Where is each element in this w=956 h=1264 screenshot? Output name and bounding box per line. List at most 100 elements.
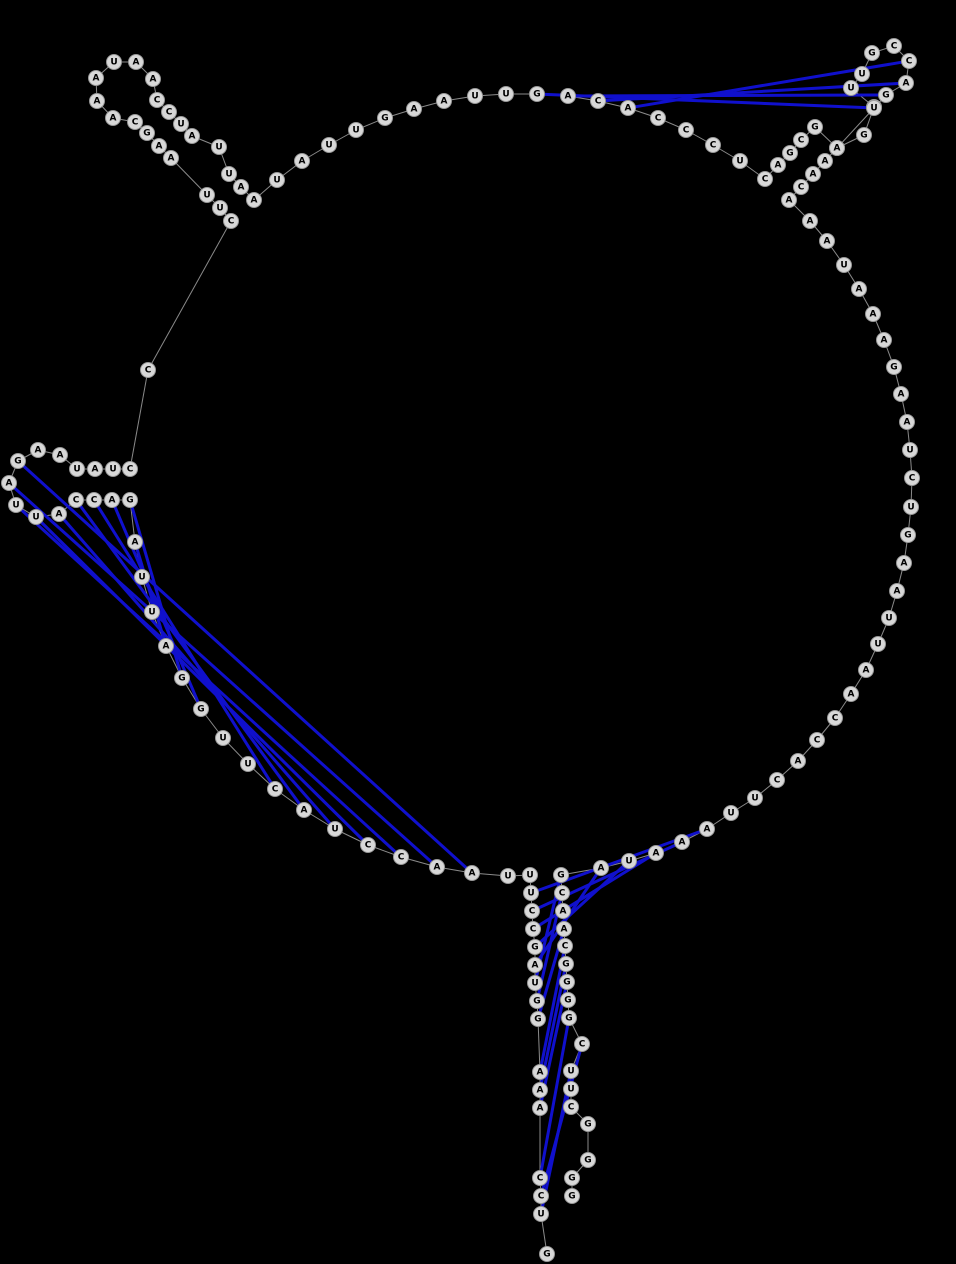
backbone-segment: [836, 107, 875, 149]
nucleotide: A: [802, 213, 818, 229]
nucleotide: A: [817, 153, 833, 169]
base-pair-bond: [96, 505, 273, 784]
nucleotide-label: A: [251, 196, 258, 206]
nucleotide: G: [886, 359, 902, 375]
nucleotide: C: [793, 132, 809, 148]
base-pair-bond: [135, 548, 166, 640]
nucleotide-label: C: [798, 183, 805, 193]
nucleotide-label: C: [568, 1103, 575, 1113]
nucleotide: A: [829, 140, 845, 156]
nucleotide: G: [10, 453, 26, 469]
nucleotide-label: U: [12, 501, 19, 511]
nucleotide: G: [564, 1170, 580, 1186]
nucleotide-label: C: [559, 889, 566, 899]
nucleotide-label: C: [398, 853, 405, 863]
nucleotide-label: G: [543, 1250, 550, 1260]
nucleotide: C: [563, 1099, 579, 1115]
nucleotide-label: C: [906, 57, 913, 67]
nucleotide: U: [348, 122, 364, 138]
nucleotide-label: U: [527, 889, 534, 899]
nucleotide: U: [8, 497, 24, 513]
nucleotide: A: [163, 150, 179, 166]
nucleotide: G: [878, 87, 894, 103]
nucleotide: A: [464, 865, 480, 881]
nucleotide: U: [269, 172, 285, 188]
nucleotide-label: U: [148, 608, 155, 618]
nucleotide: A: [89, 93, 105, 109]
nucleotide-label: U: [352, 126, 359, 136]
nucleotide-label: A: [537, 1104, 544, 1114]
nucleotide-label: U: [219, 734, 226, 744]
nucleotide: C: [532, 1170, 548, 1186]
nucleotide-label: C: [538, 1192, 545, 1202]
nucleotide-label: G: [786, 149, 793, 159]
base-pair-bond: [574, 93, 880, 98]
nucleotide-label: U: [840, 261, 847, 271]
nucleotide-label: U: [537, 1210, 544, 1220]
nucleotide: G: [782, 145, 798, 161]
nucleotide: G: [559, 974, 575, 990]
nucleotide: U: [144, 604, 160, 620]
nucleotide: U: [105, 461, 121, 477]
nucleotide: C: [149, 92, 165, 108]
nucleotide: G: [807, 119, 823, 135]
nucleotide: C: [524, 903, 540, 919]
nucleotide-label: C: [832, 714, 839, 724]
nucleotide: C: [267, 781, 283, 797]
nucleotide-label: G: [868, 49, 875, 59]
nucleotide: C: [904, 470, 920, 486]
nucleotide-label: A: [898, 390, 905, 400]
nucleotide: U: [212, 200, 228, 216]
nucleotide: A: [893, 386, 909, 402]
nucleotide-label: A: [870, 310, 877, 320]
base-pair-bond: [539, 1024, 570, 1172]
nucleotide: G: [564, 1188, 580, 1204]
nucleotide: C: [393, 849, 409, 865]
nucleotide: A: [532, 1082, 548, 1098]
nucleotide: A: [296, 802, 312, 818]
nucleotide-label: U: [177, 120, 184, 130]
nucleotide-label: G: [14, 457, 21, 467]
nucleotide-label: C: [272, 785, 279, 795]
nucleotide-label: G: [533, 997, 540, 1007]
backbone-segment: [170, 157, 208, 196]
nucleotide-label: A: [189, 132, 196, 142]
nucleotide: A: [104, 492, 120, 508]
nucleotide-label: U: [203, 191, 210, 201]
nucleotide-label: C: [655, 114, 662, 124]
nucleotide-label: C: [579, 1040, 586, 1050]
nucleotide-label: C: [228, 217, 235, 227]
nucleotide-label: A: [834, 144, 841, 154]
nucleotide: U: [498, 86, 514, 102]
nucleotide: C: [769, 772, 785, 788]
nucleotide-label: A: [561, 925, 568, 935]
nucleotide-label: G: [564, 996, 571, 1006]
nucleotide: A: [555, 903, 571, 919]
nucleotide-label: A: [156, 142, 163, 152]
nucleotide: G: [539, 1246, 555, 1262]
nucleotide: U: [870, 636, 886, 652]
nucleotide: C: [827, 710, 843, 726]
nucleotide: A: [851, 281, 867, 297]
nucleotide-label: A: [35, 446, 42, 456]
nucleotide-label: U: [32, 513, 39, 523]
nucleotide-label: A: [163, 642, 170, 652]
nucleotide: A: [876, 332, 892, 348]
nucleotide-label: U: [906, 446, 913, 456]
nucleotide-label: G: [563, 978, 570, 988]
nucleotide: G: [139, 125, 155, 141]
nucleotide-label: G: [568, 1192, 575, 1202]
nucleotide-label: A: [132, 538, 139, 548]
nucleotide: A: [770, 157, 786, 173]
nucleotide: C: [757, 171, 773, 187]
nucleotide: A: [593, 860, 609, 876]
nucleotide: C: [678, 122, 694, 138]
nucleotide-label: A: [598, 864, 605, 874]
nucleotide-label: A: [856, 285, 863, 295]
nucleotide-label: A: [92, 465, 99, 475]
nucleotide: U: [723, 805, 739, 821]
nucleotide-label: C: [127, 465, 134, 475]
nucleotide: C: [525, 921, 541, 937]
nucleotide-label: A: [894, 587, 901, 597]
nucleotide-label: C: [798, 136, 805, 146]
